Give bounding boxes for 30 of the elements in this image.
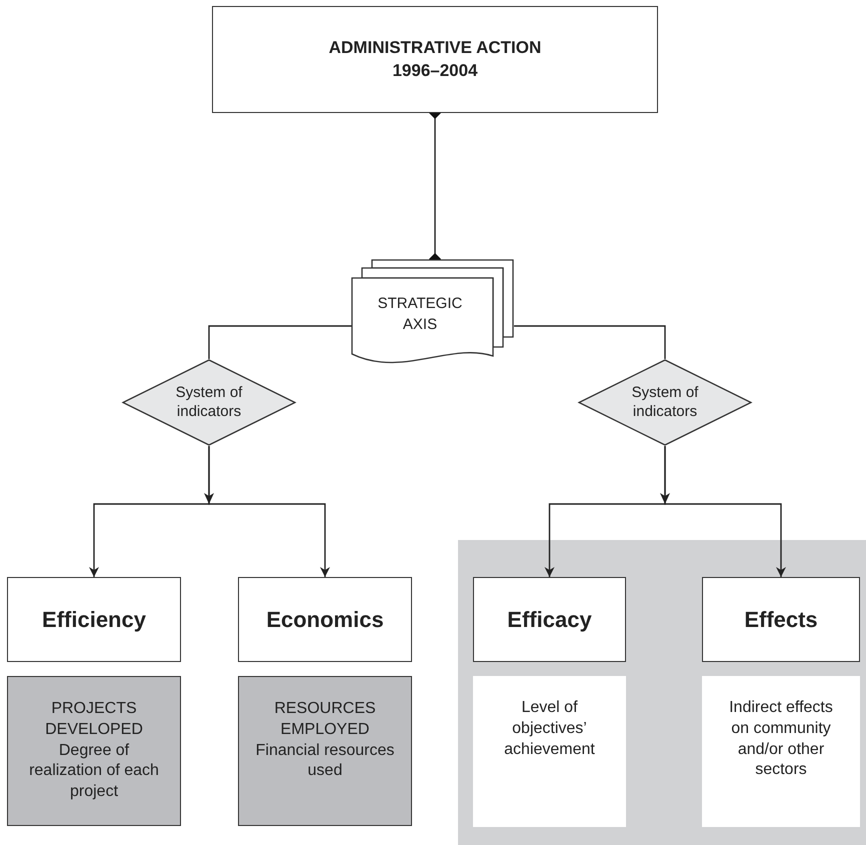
- description-text: Level of objectives’ achievement: [503, 698, 596, 760]
- connector: [664, 446, 786, 577]
- decision-diamond: [122, 359, 296, 446]
- description-box: [702, 676, 860, 827]
- title-text: ADMINISTRATIVE ACTION 1996–2004: [328, 37, 542, 82]
- shaded-panel: [458, 540, 866, 845]
- description-heading: PROJECTS DEVELOPED: [44, 699, 144, 740]
- description-text: Indirect effects on community and/or other sectors: [728, 698, 834, 780]
- description-heading: RESOURCES EMPLOYED: [273, 699, 377, 740]
- description-box: [7, 676, 181, 826]
- document-label: STRATEGIC AXIS: [376, 294, 464, 335]
- diamond-label: System of indicators: [630, 384, 700, 422]
- diamond-label: System of indicators: [174, 384, 244, 422]
- description-box: [238, 676, 412, 826]
- category-box: [238, 577, 412, 662]
- category-title: Effects: [744, 606, 818, 632]
- category-title: Efficacy: [507, 606, 592, 632]
- title-box: [212, 6, 658, 113]
- description-text: Degree of realization of each project: [28, 740, 160, 802]
- description-text: Financial resources used: [255, 740, 395, 782]
- connector: [208, 325, 352, 359]
- decision-diamond: [578, 359, 752, 446]
- connector: [514, 325, 666, 359]
- connector: [208, 446, 330, 577]
- category-title: Efficiency: [42, 606, 146, 632]
- category-box: [473, 577, 626, 662]
- category-box: [702, 577, 860, 662]
- category-title: Economics: [266, 606, 384, 632]
- category-box: [7, 577, 181, 662]
- description-box: [473, 676, 626, 827]
